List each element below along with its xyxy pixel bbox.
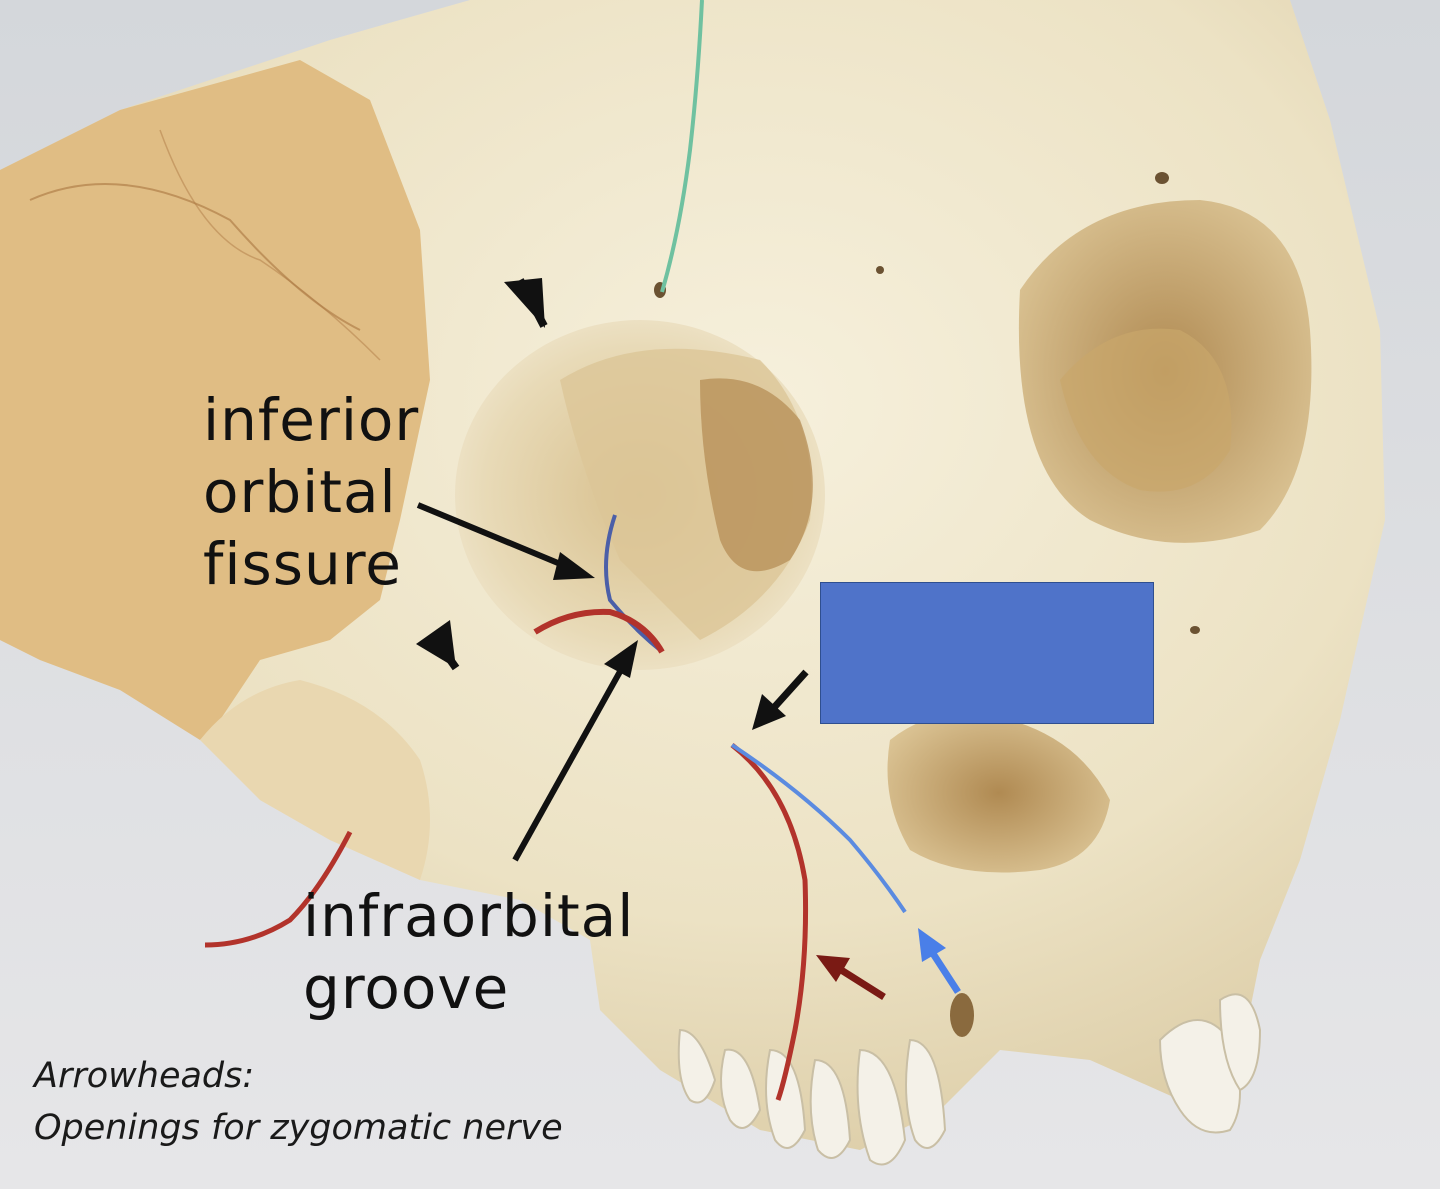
nasal-cavity: [887, 713, 1110, 873]
label-infraorbital-groove: infraorbital groove: [303, 880, 634, 1024]
suture-line: [159, 129, 381, 361]
artery-orbit: [533, 608, 665, 654]
label-line: inferior: [203, 386, 420, 454]
artery-lower-left: [204, 830, 353, 948]
label-line: orbital: [203, 458, 397, 526]
infraorbital-nerve: [730, 743, 907, 914]
arrowhead-icon: [416, 620, 460, 671]
caption-line-1: Arrowheads:: [34, 1056, 255, 1096]
artery-arrow-icon: [816, 955, 886, 1000]
label-line: infraorbital: [303, 882, 635, 950]
caption-line-2: Openings for zygomatic nerve: [34, 1108, 563, 1148]
label-line: groove: [303, 954, 510, 1022]
label-inferior-orbital-fissure: inferior orbital fissure: [203, 384, 419, 600]
label-line: fissure: [203, 530, 402, 598]
nerve-orbit: [604, 514, 662, 652]
nerve-arrow-icon: [918, 928, 961, 994]
right-orbit-depth: [1060, 328, 1232, 492]
label-arrow-icon: [512, 640, 638, 862]
label-arrow-icon: [416, 502, 595, 580]
caption: Arrowheads: Openings for zygomatic nerve: [34, 1050, 563, 1154]
green-wire: [660, 0, 704, 293]
infraorbital-artery: [730, 743, 809, 1101]
zygomatic-arch: [200, 680, 430, 880]
label-arrow-icon: [752, 669, 809, 730]
answer-mask-box: [820, 582, 1154, 724]
temporal-bone: [0, 60, 430, 740]
foramina: [654, 172, 1200, 1037]
teeth: [677, 993, 1262, 1166]
arrowhead-icon: [504, 278, 548, 328]
orbit-cavity: [700, 378, 813, 572]
